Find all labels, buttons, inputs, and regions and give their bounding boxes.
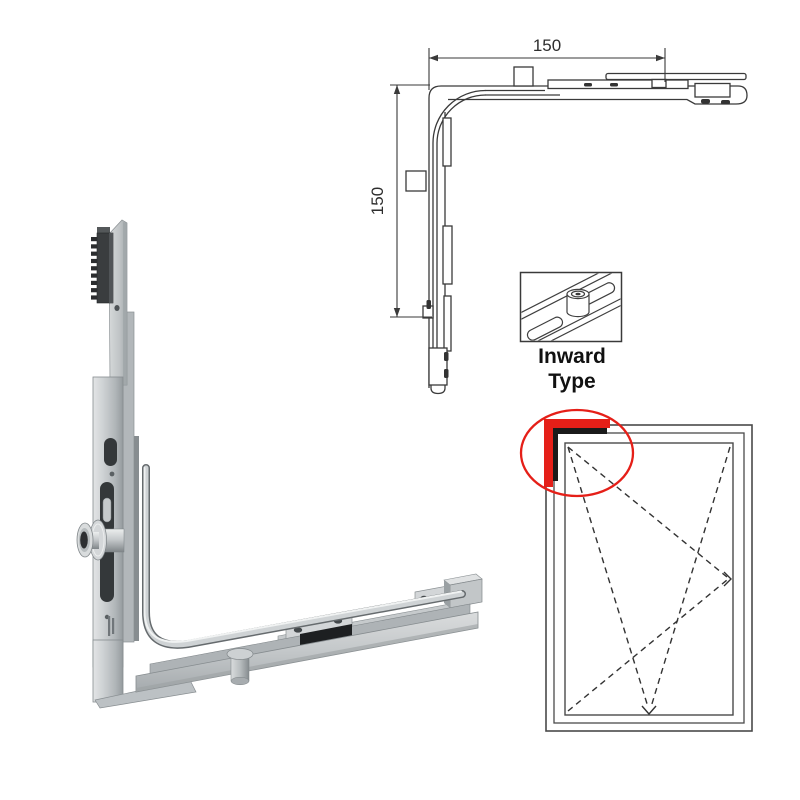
corner-hardware-red: [544, 419, 610, 487]
vertical-dimension-label: 150: [368, 187, 387, 215]
corner-highlight: [519, 408, 635, 498]
horizontal-dimension: [428, 48, 666, 90]
mushroom-cam-pin: [76, 519, 125, 561]
turn-symbol-line-bottom: [567, 579, 728, 712]
corner-hardware-black: [553, 428, 607, 481]
inward-type-label-line1: Inward: [538, 345, 606, 368]
drawn-corner-drive: [405, 66, 748, 395]
turn-symbol-line-top: [567, 446, 728, 578]
top-tab: [513, 66, 534, 87]
inward-type-label-line2: Type: [548, 370, 595, 393]
side-tab: [405, 170, 427, 192]
rod-bend-inner: [436, 94, 486, 144]
slider-pin: [226, 648, 254, 686]
cam-detail-icon: [521, 273, 621, 341]
top-drive-bar: [108, 219, 128, 386]
horizontal-dimension-label: 150: [533, 36, 561, 55]
inward-type-callout: Inward Type: [519, 271, 623, 393]
window-outer-frame: [545, 424, 753, 732]
window-inner-frame: [553, 432, 745, 724]
horizontal-arm: [135, 573, 483, 693]
symbol-arrowheads: [641, 571, 732, 716]
vertical-dimension: [390, 84, 432, 318]
tilt-symbol-line-left: [567, 446, 649, 708]
bottom-block: [428, 347, 448, 386]
tilt-arrow: [641, 705, 657, 716]
gear-rack: [91, 227, 114, 304]
locking-insert: [300, 624, 352, 647]
connecting-rod: [142, 464, 466, 649]
corner-drive-photo: [76, 219, 483, 709]
window-sash: [564, 442, 734, 716]
end-block: [694, 82, 731, 98]
tilt-symbol-line-right: [650, 446, 731, 708]
window-symbol: [519, 408, 753, 732]
turn-arrow: [723, 571, 732, 587]
tilt-turn-symbol: [567, 446, 731, 712]
rod-bend-outer: [432, 89, 486, 144]
technical-drawing: 150 150: [368, 36, 748, 395]
highlight-ellipse: [519, 408, 635, 498]
